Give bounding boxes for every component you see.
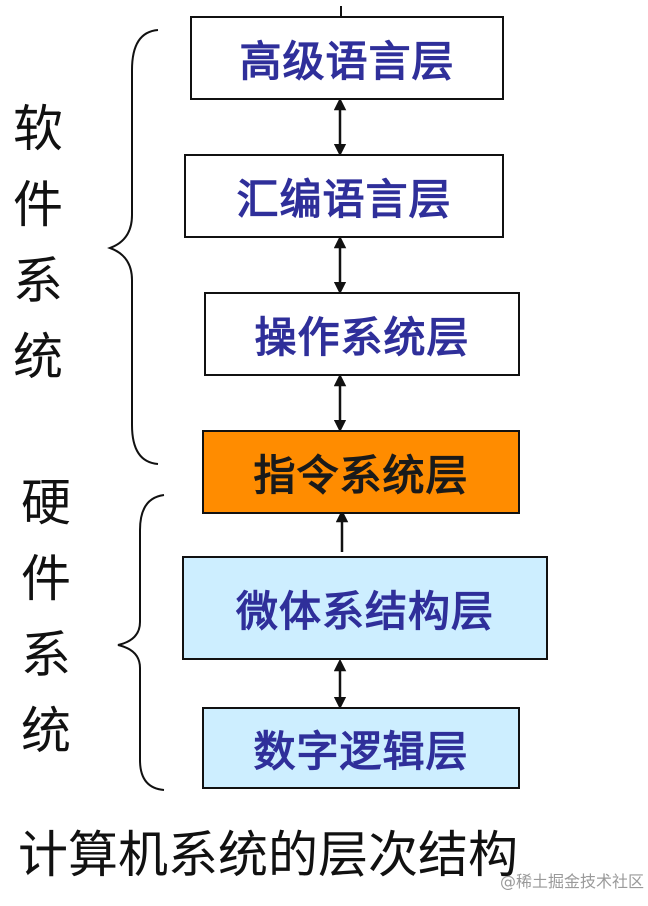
layer-label: 汇编语言层 (236, 174, 452, 224)
layer-instruction-set: 指令系统层 (202, 430, 520, 514)
hardware-label-char: 硬 (21, 474, 71, 532)
layer-high-level-language: 高级语言层 (190, 16, 504, 100)
layer-assembly-language: 汇编语言层 (184, 154, 504, 238)
layer-label: 指令系统层 (253, 450, 469, 500)
layer-label: 微体系结构层 (235, 586, 494, 636)
layer-label: 高级语言层 (239, 36, 455, 86)
hardware-label-char: 统 (21, 702, 71, 760)
software-label-char: 系 (13, 252, 63, 310)
hardware-label-char: 件 (21, 550, 71, 608)
layer-digital-logic: 数字逻辑层 (202, 707, 520, 789)
software-label-char: 软 (13, 100, 63, 158)
layer-label: 数字逻辑层 (253, 726, 469, 776)
layer-operating-system: 操作系统层 (204, 292, 520, 376)
diagram-caption: 计算机系统的层次结构 (18, 826, 518, 884)
hardware-brace (117, 494, 165, 791)
layer-microarchitecture: 微体系结构层 (182, 556, 548, 660)
layer-label: 操作系统层 (254, 312, 470, 362)
software-label-char: 件 (13, 176, 63, 234)
software-brace (107, 29, 159, 465)
software-label-char: 统 (13, 328, 63, 386)
hardware-label-char: 系 (21, 626, 71, 684)
watermark: @稀土掘金技术社区 (500, 872, 645, 891)
